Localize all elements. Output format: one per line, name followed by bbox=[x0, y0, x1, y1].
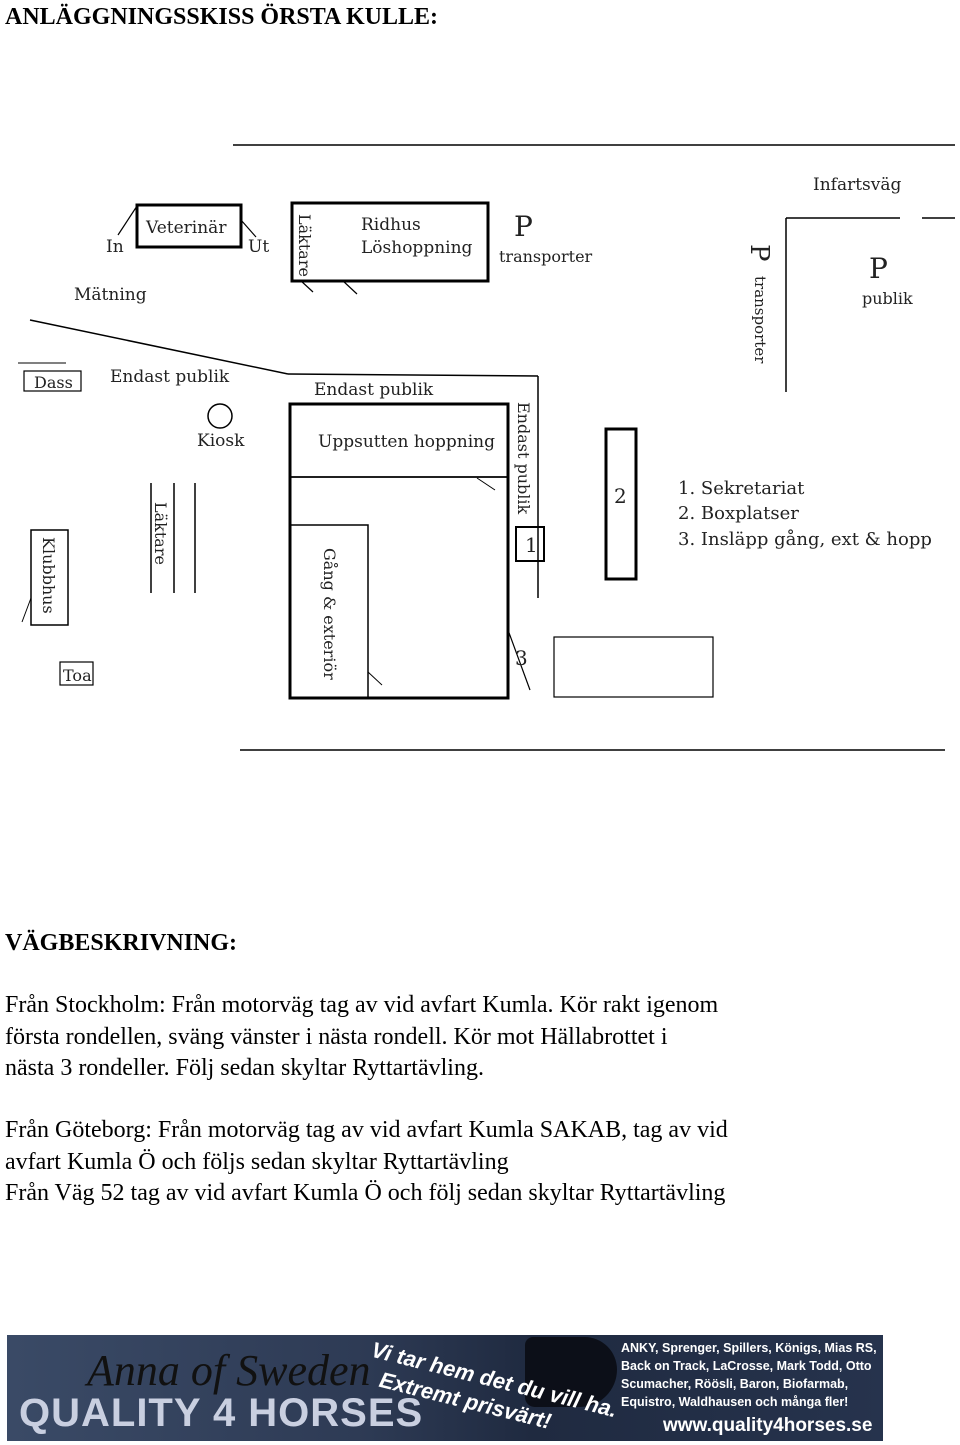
legend-item-2: 2. Boxplatser bbox=[678, 503, 799, 524]
label-dass: Dass bbox=[34, 373, 73, 392]
site-sketch: Infartsväg Veterinär In Ut Läktare Ridhu… bbox=[0, 0, 960, 760]
label-num-2: 2 bbox=[614, 484, 627, 508]
kiosk-circle bbox=[208, 404, 232, 428]
label-publik: publik bbox=[862, 289, 913, 308]
directions-goteborg: Från Göteborg: Från motorväg tag av vid … bbox=[5, 1115, 955, 1210]
directions-line: första rondellen, sväng vänster i nästa … bbox=[5, 1022, 955, 1054]
label-in: In bbox=[106, 237, 124, 257]
label-endast-publik-3: Endast publik bbox=[514, 402, 533, 515]
label-num-3: 3 bbox=[515, 646, 528, 670]
banner-brand-name: Anna of Sweden bbox=[87, 1345, 371, 1396]
label-gang-exterior: Gång & exteriör bbox=[320, 548, 339, 680]
label-infartsvag: Infartsväg bbox=[813, 175, 902, 195]
directions-heading: VÄGBESKRIVNING: bbox=[5, 930, 237, 957]
label-klubbhus: Klubbhus bbox=[39, 537, 58, 614]
banner-url-link[interactable]: www.quality4horses.se bbox=[663, 1415, 872, 1437]
label-endast-publik-1: Endast publik bbox=[110, 367, 230, 387]
label-loshoppning: Löshoppning bbox=[361, 238, 473, 258]
label-num-1: 1 bbox=[525, 533, 538, 557]
legend-item-3: 3. Insläpp gång, ext & hopp bbox=[678, 528, 932, 550]
label-p-publik: P bbox=[869, 252, 888, 285]
empty-area bbox=[554, 637, 713, 697]
label-laktare-left: Läktare bbox=[151, 502, 170, 565]
directions-line: nästa 3 rondeller. Följ sedan skyltar Ry… bbox=[5, 1053, 955, 1085]
advertisement-banner[interactable]: Anna of Sweden QUALITY 4 HORSES Vi tar h… bbox=[7, 1335, 883, 1441]
label-ridhus: Ridhus bbox=[361, 215, 421, 235]
label-p-transporter-2: P bbox=[744, 244, 774, 262]
label-transporter-1: transporter bbox=[499, 247, 593, 266]
directions-line: avfart Kumla Ö och följs sedan skyltar R… bbox=[5, 1147, 955, 1179]
label-endast-publik-2: Endast publik bbox=[314, 380, 434, 400]
label-toa: Toa bbox=[63, 666, 92, 685]
directions-stockholm: Från Stockholm: Från motorväg tag av vid… bbox=[5, 990, 955, 1085]
label-laktare-top: Läktare bbox=[295, 214, 314, 277]
directions-line: Från Väg 52 tag av vid avfart Kumla Ö oc… bbox=[5, 1178, 955, 1210]
legend-item-1: 1. Sekretariat bbox=[678, 478, 805, 499]
label-kiosk: Kiosk bbox=[197, 431, 245, 451]
label-veterinar: Veterinär bbox=[145, 218, 227, 238]
label-uppsutten: Uppsutten hoppning bbox=[318, 432, 495, 452]
label-transporter-2: transporter bbox=[751, 276, 769, 364]
label-p-transporter-1: P bbox=[514, 210, 533, 243]
label-ut: Ut bbox=[248, 237, 269, 257]
label-matning: Mätning bbox=[74, 285, 147, 305]
directions-line: Från Göteborg: Från motorväg tag av vid … bbox=[5, 1115, 955, 1147]
banner-brand-tagline: QUALITY 4 HORSES bbox=[19, 1391, 423, 1436]
banner-brand-list: ANKY, Sprenger, Spillers, Königs, Mias R… bbox=[621, 1339, 881, 1411]
directions-line: Från Stockholm: Från motorväg tag av vid… bbox=[5, 990, 955, 1022]
